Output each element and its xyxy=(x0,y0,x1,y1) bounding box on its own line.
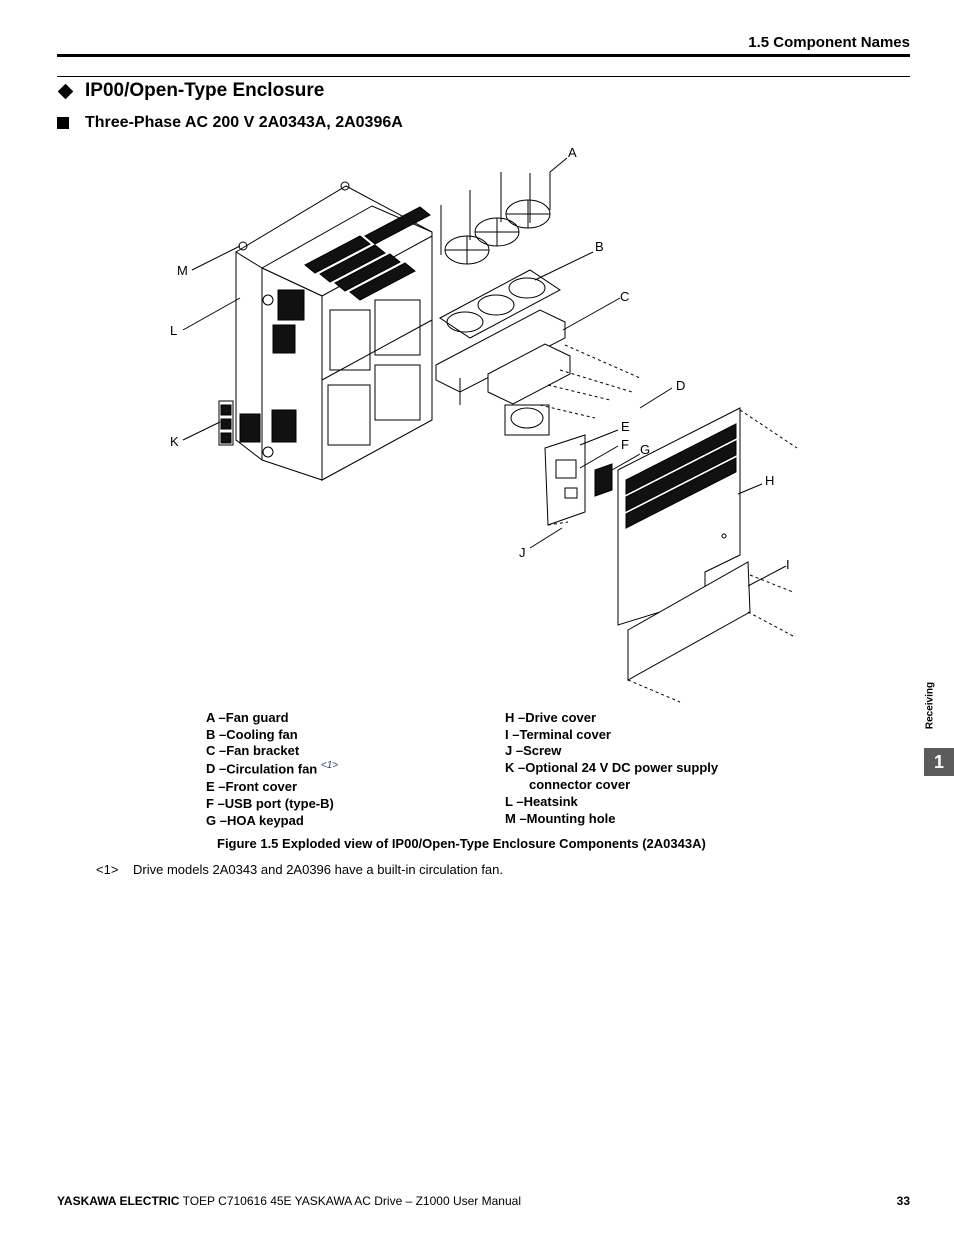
callout-a: A xyxy=(568,145,577,160)
callout-k: K xyxy=(170,434,179,449)
callout-g: G xyxy=(640,442,650,457)
subsection-title: Three-Phase AC 200 V 2A0343A, 2A0396A xyxy=(85,114,403,131)
fan-guards xyxy=(440,172,551,265)
legend-item: G – HOA keypad xyxy=(206,813,304,828)
legend-item: J – Screw xyxy=(505,743,562,758)
callout-j: J xyxy=(519,545,526,560)
callout-i: I xyxy=(786,557,790,572)
footer-doc-info: YASKAWA ELECTRIC TOEP C710616 45E YASKAW… xyxy=(57,1194,521,1208)
footnote-text: Drive models 2A0343 and 2A0396 have a bu… xyxy=(133,862,504,877)
legend-item: E – Front cover xyxy=(206,779,298,794)
footnote: <1> Drive models 2A0343 and 2A0396 have a… xyxy=(96,862,503,877)
figure-caption: Figure 1.5 Exploded view of IP00/Open-Ty… xyxy=(217,836,706,851)
square-bullet-icon xyxy=(57,117,69,129)
legend-item: B – Cooling fan xyxy=(206,727,298,742)
terminal-cover xyxy=(627,561,751,681)
footer-brand: YASKAWA ELECTRIC xyxy=(57,1194,180,1208)
legend-item: K – Optional 24 V DC power supply xyxy=(505,760,719,775)
exploded-view-diagram: A B C D E F G H I J K L M xyxy=(170,145,798,703)
circulation-fan xyxy=(504,404,550,436)
drive-body xyxy=(218,181,433,481)
callout-l: L xyxy=(170,323,177,338)
running-header: 1.5 Component Names xyxy=(748,34,910,51)
callout-c: C xyxy=(620,289,629,304)
cooling-fans xyxy=(435,269,571,405)
front-cover xyxy=(544,434,613,526)
callout-d: D xyxy=(676,378,685,393)
callout-m: M xyxy=(177,263,188,278)
chapter-tab[interactable]: 1 xyxy=(924,748,954,776)
callout-b: B xyxy=(595,239,604,254)
legend-item: F – USB port (type-B) xyxy=(206,796,334,811)
section-rule xyxy=(57,76,910,77)
callout-e: E xyxy=(621,419,630,434)
legend-item: D – Circulation fan <1> xyxy=(206,760,339,777)
screw-guides xyxy=(539,344,798,703)
section-heading: IP00/Open-Type Enclosure xyxy=(57,80,324,102)
subsection-heading: Three-Phase AC 200 V 2A0343A, 2A0396A xyxy=(57,114,403,132)
footnote-marker: <1> xyxy=(96,862,119,877)
legend-item: C – Fan bracket xyxy=(206,743,300,758)
legend-item: M – Mounting hole xyxy=(505,811,616,826)
legend-item: L – Heatsink xyxy=(505,794,578,809)
callout-labels: A B C D E F G H I J K L M xyxy=(170,145,790,572)
footer-doc-title: TOEP C710616 45E YASKAWA AC Drive – Z100… xyxy=(179,1194,521,1208)
legend-item: H – Drive cover xyxy=(505,710,597,725)
drive-cover xyxy=(617,407,741,626)
legend-item: I – Terminal cover xyxy=(505,727,611,742)
legend-item: A – Fan guard xyxy=(206,710,289,725)
side-tab-label: Receiving xyxy=(924,681,936,730)
callout-h: H xyxy=(765,473,774,488)
page-number: 33 xyxy=(896,1194,910,1208)
legend-item: connector cover xyxy=(529,777,631,792)
callout-f: F xyxy=(621,437,629,452)
header-rule xyxy=(57,54,910,57)
section-title: IP00/Open-Type Enclosure xyxy=(85,80,325,101)
callout-leaders xyxy=(182,157,787,587)
footnote-ref-link[interactable]: <1> xyxy=(320,760,339,771)
